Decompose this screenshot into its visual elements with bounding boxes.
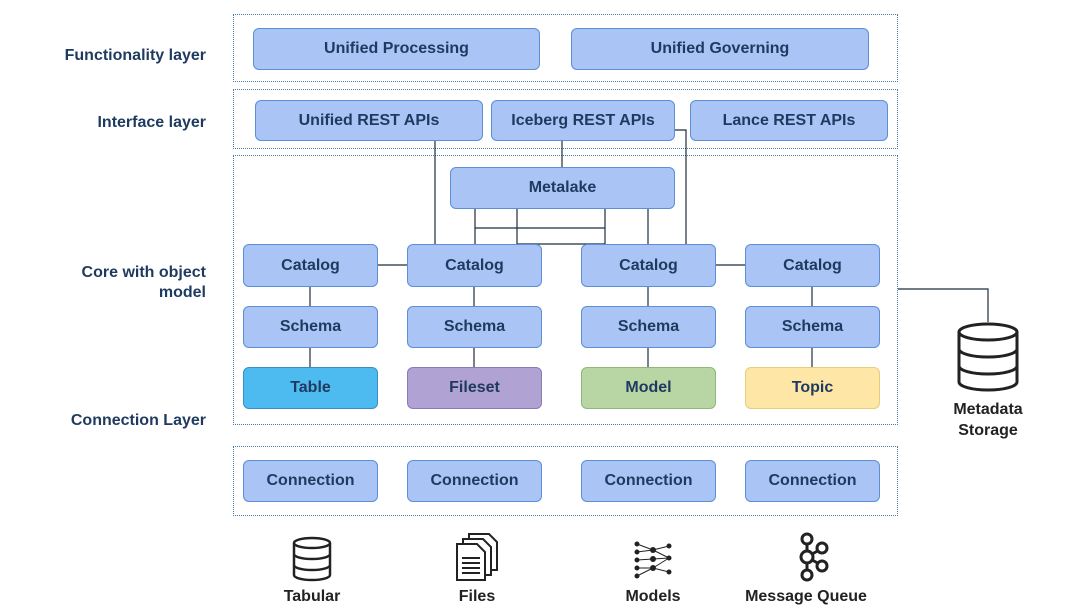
core-region bbox=[233, 155, 898, 425]
schema-box: Schema bbox=[407, 306, 542, 348]
unified-rest-apis-box: Unified REST APIs bbox=[255, 100, 483, 141]
functionality-layer-label: Functionality layer bbox=[64, 47, 206, 64]
model-box: Model bbox=[581, 367, 716, 409]
interface-region bbox=[233, 89, 898, 149]
lance-rest-apis-box: Lance REST APIs bbox=[690, 100, 888, 141]
message-queue-label: Message Queue bbox=[745, 588, 867, 605]
schema-box: Schema bbox=[745, 306, 880, 348]
unified-processing-box: Unified Processing bbox=[253, 28, 540, 70]
unified-governing-box: Unified Governing bbox=[571, 28, 869, 70]
database-icon bbox=[957, 322, 1019, 392]
metadata-storage-label: Metadata Storage bbox=[928, 399, 1048, 441]
metalake-box: Metalake bbox=[450, 167, 675, 209]
interface-layer-label: Interface layer bbox=[97, 114, 206, 131]
connection-box: Connection bbox=[581, 460, 716, 502]
fileset-box: Fileset bbox=[407, 367, 542, 409]
metadata-storage-line1: Metadata bbox=[953, 401, 1023, 418]
iceberg-rest-apis-box: Iceberg REST APIs bbox=[491, 100, 675, 141]
connection-box: Connection bbox=[745, 460, 880, 502]
table-box: Table bbox=[243, 367, 378, 409]
neural-network-icon bbox=[634, 541, 672, 579]
core-layer-label: Core with object model bbox=[6, 263, 206, 303]
core-layer-label-line1: Core with object bbox=[81, 264, 206, 281]
models-label: Models bbox=[625, 588, 681, 605]
catalog-box: Catalog bbox=[745, 244, 880, 287]
database-icon bbox=[292, 536, 332, 582]
files-icon bbox=[456, 533, 498, 581]
connection-box: Connection bbox=[243, 460, 378, 502]
connection-box: Connection bbox=[407, 460, 542, 502]
metadata-storage-line2: Storage bbox=[958, 422, 1018, 439]
files-label: Files bbox=[458, 588, 496, 605]
schema-box: Schema bbox=[243, 306, 378, 348]
catalog-box: Catalog bbox=[407, 244, 542, 287]
schema-box: Schema bbox=[581, 306, 716, 348]
tabular-label: Tabular bbox=[283, 588, 341, 605]
topic-box: Topic bbox=[745, 367, 880, 409]
catalog-box: Catalog bbox=[581, 244, 716, 287]
connection-layer-label: Connection Layer bbox=[70, 412, 206, 429]
connection-region bbox=[233, 446, 898, 516]
message-queue-icon bbox=[799, 532, 829, 582]
core-layer-label-line2: model bbox=[158, 284, 206, 301]
functionality-region bbox=[233, 14, 898, 82]
catalog-box: Catalog bbox=[243, 244, 378, 287]
